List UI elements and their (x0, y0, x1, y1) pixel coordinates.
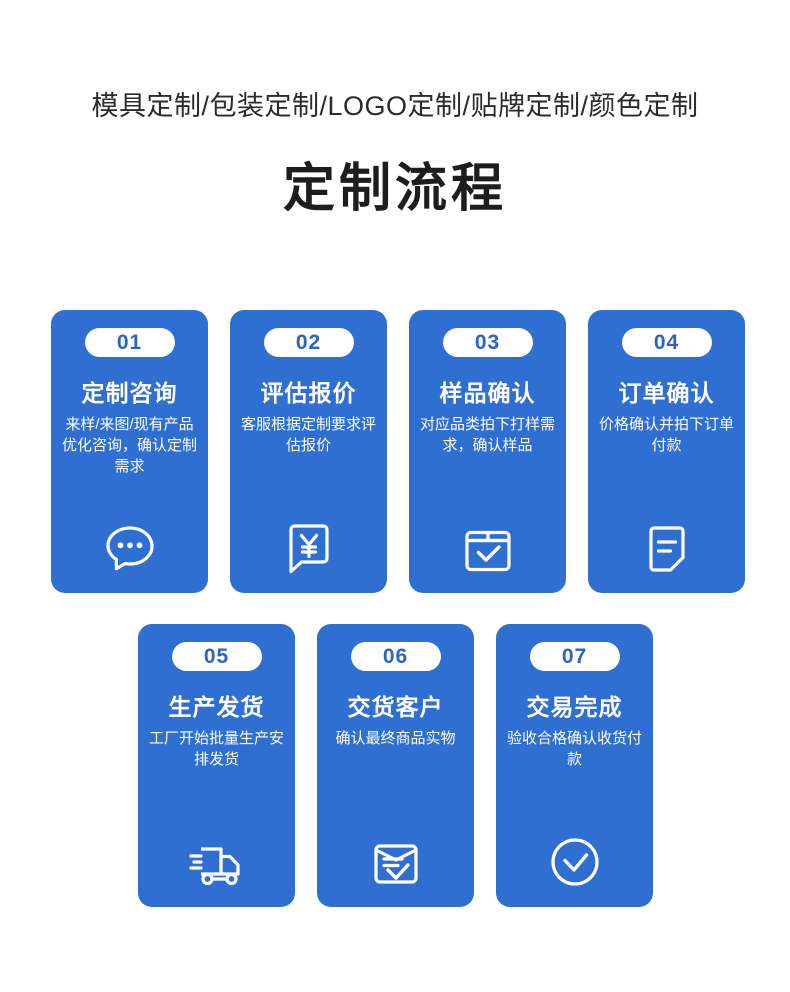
step-description: 来样/来图/现有产品优化咨询，确认定制需求 (61, 416, 197, 475)
step-number-badge: 04 (621, 328, 712, 357)
step-title: 交货客户 (347, 694, 444, 720)
step-description: 验收合格确认收货付款 (506, 730, 642, 768)
page-header: 模具定制/包装定制/LOGO定制/贴牌定制/颜色定制 定制流程 (0, 0, 790, 220)
process-step-card-06[interactable]: 06 交货客户 确认最终商品实物 (317, 624, 474, 907)
process-row-top: 01 定制咨询 来样/来图/现有产品优化咨询，确认定制需求 02 评估报价 客服… (51, 310, 745, 593)
step-title: 样品确认 (439, 380, 536, 406)
page-title: 定制流程 (282, 160, 507, 218)
chat-bubble-icon (51, 523, 208, 575)
step-title: 定制咨询 (81, 380, 178, 406)
page-subtitle: 模具定制/包装定制/LOGO定制/贴牌定制/颜色定制 (91, 91, 699, 121)
document-check-icon (317, 839, 474, 889)
box-check-icon (409, 523, 566, 575)
process-step-card-05[interactable]: 05 生产发货 工厂开始批量生产安排发货 (138, 624, 295, 907)
process-row-bottom: 05 生产发货 工厂开始批量生产安排发货 06 交货客户 确认最终商品实物 (138, 624, 653, 907)
step-description: 工厂开始批量生产安排发货 (148, 730, 284, 768)
step-description: 价格确认并拍下订单付款 (598, 416, 734, 454)
document-icon (588, 523, 745, 575)
delivery-truck-icon (138, 841, 295, 889)
step-number-badge: 01 (84, 328, 175, 357)
step-title: 生产发货 (168, 694, 265, 720)
yen-tag-icon (230, 521, 387, 575)
step-number-badge: 03 (442, 328, 533, 357)
step-title: 评估报价 (260, 380, 357, 406)
step-title: 订单确认 (618, 380, 715, 406)
step-number-badge: 05 (171, 642, 262, 671)
process-step-card-01[interactable]: 01 定制咨询 来样/来图/现有产品优化咨询，确认定制需求 (51, 310, 208, 593)
circle-check-icon (496, 835, 653, 889)
process-step-card-02[interactable]: 02 评估报价 客服根据定制要求评估报价 (230, 310, 387, 593)
step-title: 交易完成 (526, 694, 623, 720)
step-description: 客服根据定制要求评估报价 (240, 416, 376, 454)
process-step-card-03[interactable]: 03 样品确认 对应品类拍下打样需求，确认样品 (409, 310, 566, 593)
process-step-card-07[interactable]: 07 交易完成 验收合格确认收货付款 (496, 624, 653, 907)
step-number-badge: 06 (350, 642, 441, 671)
step-description: 对应品类拍下打样需求，确认样品 (419, 416, 555, 454)
step-number-badge: 07 (529, 642, 620, 671)
step-number-badge: 02 (263, 328, 354, 357)
process-step-card-04[interactable]: 04 订单确认 价格确认并拍下订单付款 (588, 310, 745, 593)
step-description: 确认最终商品实物 (335, 730, 456, 747)
